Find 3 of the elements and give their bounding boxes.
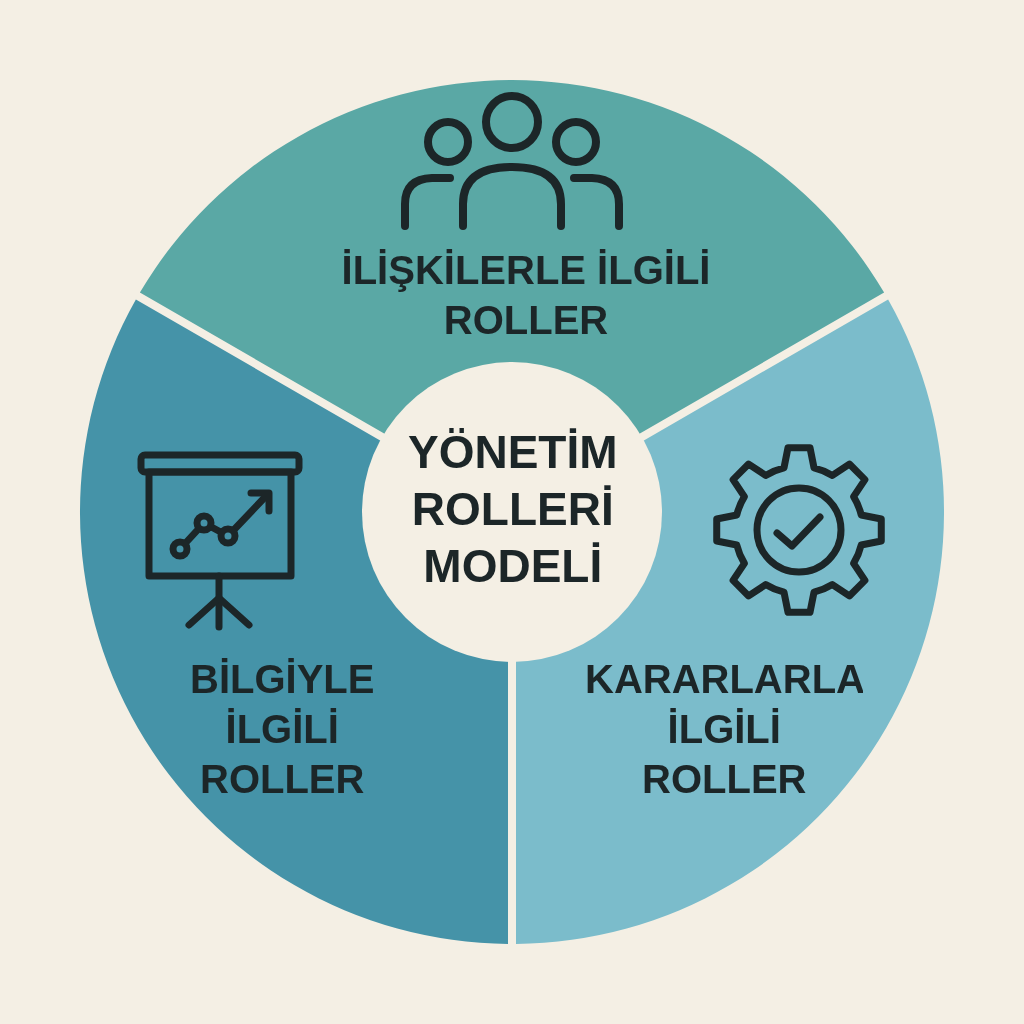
segment-title: BİLGİYLE İLGİLİ ROLLER — [190, 656, 374, 803]
center-title: YÖNETİM ROLLERİ MODELİ — [408, 425, 618, 594]
segment-title: İLİŞKİLERLE İLGİLİ ROLLER — [341, 247, 711, 344]
